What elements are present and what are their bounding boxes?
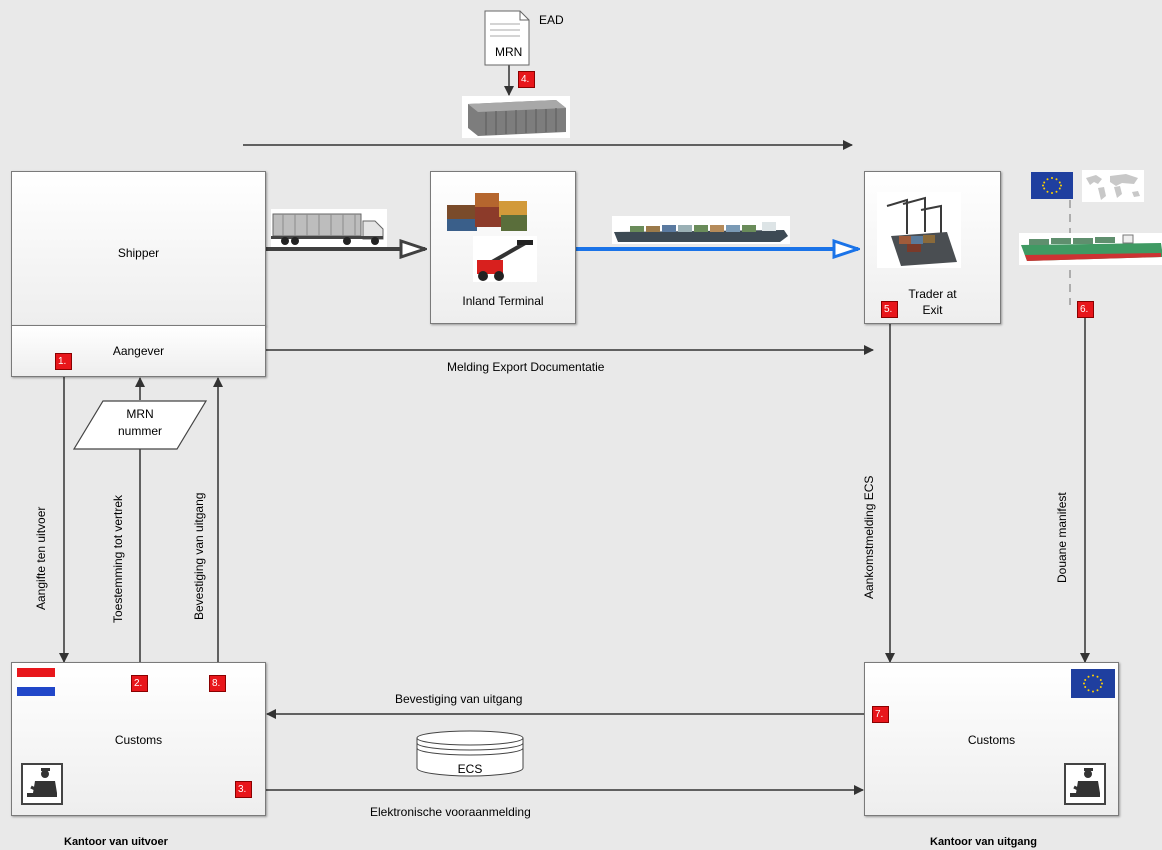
truck-icon (271, 209, 387, 247)
world-map-icon (1082, 170, 1144, 202)
container-icon (462, 96, 570, 138)
container-stack-icon (447, 193, 527, 231)
shipper-box: Shipper (11, 171, 266, 326)
ecs-database-icon (416, 730, 524, 777)
mrn-nummer-line1: MRN (126, 407, 154, 421)
customs-right-box: Customs (864, 662, 1119, 816)
mrn-nummer-shape (73, 400, 207, 450)
aangifte-label: Aangifte ten uitvoer (34, 506, 48, 610)
ead-document-icon (484, 10, 530, 66)
mrn-nummer-line2: nummer (117, 424, 162, 438)
customs-right-label: Customs (967, 733, 1016, 747)
port-crane-ship-icon (877, 192, 961, 268)
step-badge-3: 3. (235, 781, 252, 798)
step-badge-4: 4. (518, 71, 535, 88)
trader-label-line2: Exit (922, 303, 943, 317)
trader-at-exit-box: Trader at Exit (864, 171, 1001, 324)
inland-terminal-label: Inland Terminal (462, 294, 544, 308)
step-badge-8: 8. (209, 675, 226, 692)
netherlands-flag-icon (17, 668, 55, 696)
aankomst-label: Aankomstmelding ECS (862, 475, 876, 599)
customs-left-label: Customs (114, 733, 163, 747)
shipper-label: Shipper (117, 246, 160, 260)
douane-label: Douane manifest (1055, 492, 1069, 583)
aangever-label: Aangever (112, 344, 165, 358)
reach-stacker-icon (473, 236, 537, 282)
customs-officer-icon (21, 763, 63, 805)
ecs-label: ECS (457, 762, 483, 776)
elektronische-label: Elektronische vooraanmelding (370, 805, 531, 819)
step-badge-5: 5. (881, 301, 898, 318)
step-badge-2: 2. (131, 675, 148, 692)
step-badge-1: 1. (55, 353, 72, 370)
inland-terminal-box: Inland Terminal (430, 171, 576, 324)
eu-flag-small-icon (1071, 669, 1115, 698)
kantoor-uitvoer-label: Kantoor van uitvoer (64, 836, 168, 848)
bevestiging-vertical-label: Bevestiging van uitgang (192, 492, 206, 620)
toestemming-label: Toestemming tot vertrek (111, 494, 125, 623)
melding-label: Melding Export Documentatie (447, 360, 605, 374)
step-badge-7: 7. (872, 706, 889, 723)
customs-officer-icon-right (1064, 763, 1106, 805)
trader-label-line1: Trader at (908, 287, 957, 301)
eu-flag-icon (1031, 172, 1073, 199)
mrn-doc-label: MRN (495, 45, 523, 59)
step-badge-6: 6. (1077, 301, 1094, 318)
kantoor-uitgang-label: Kantoor van uitgang (930, 836, 1037, 848)
container-ship-icon (1019, 233, 1162, 265)
ead-label: EAD (539, 13, 564, 27)
aangever-box: Aangever (11, 325, 266, 377)
bevestiging-horizontal-label: Bevestiging van uitgang (395, 692, 523, 706)
barge-icon (612, 216, 790, 244)
